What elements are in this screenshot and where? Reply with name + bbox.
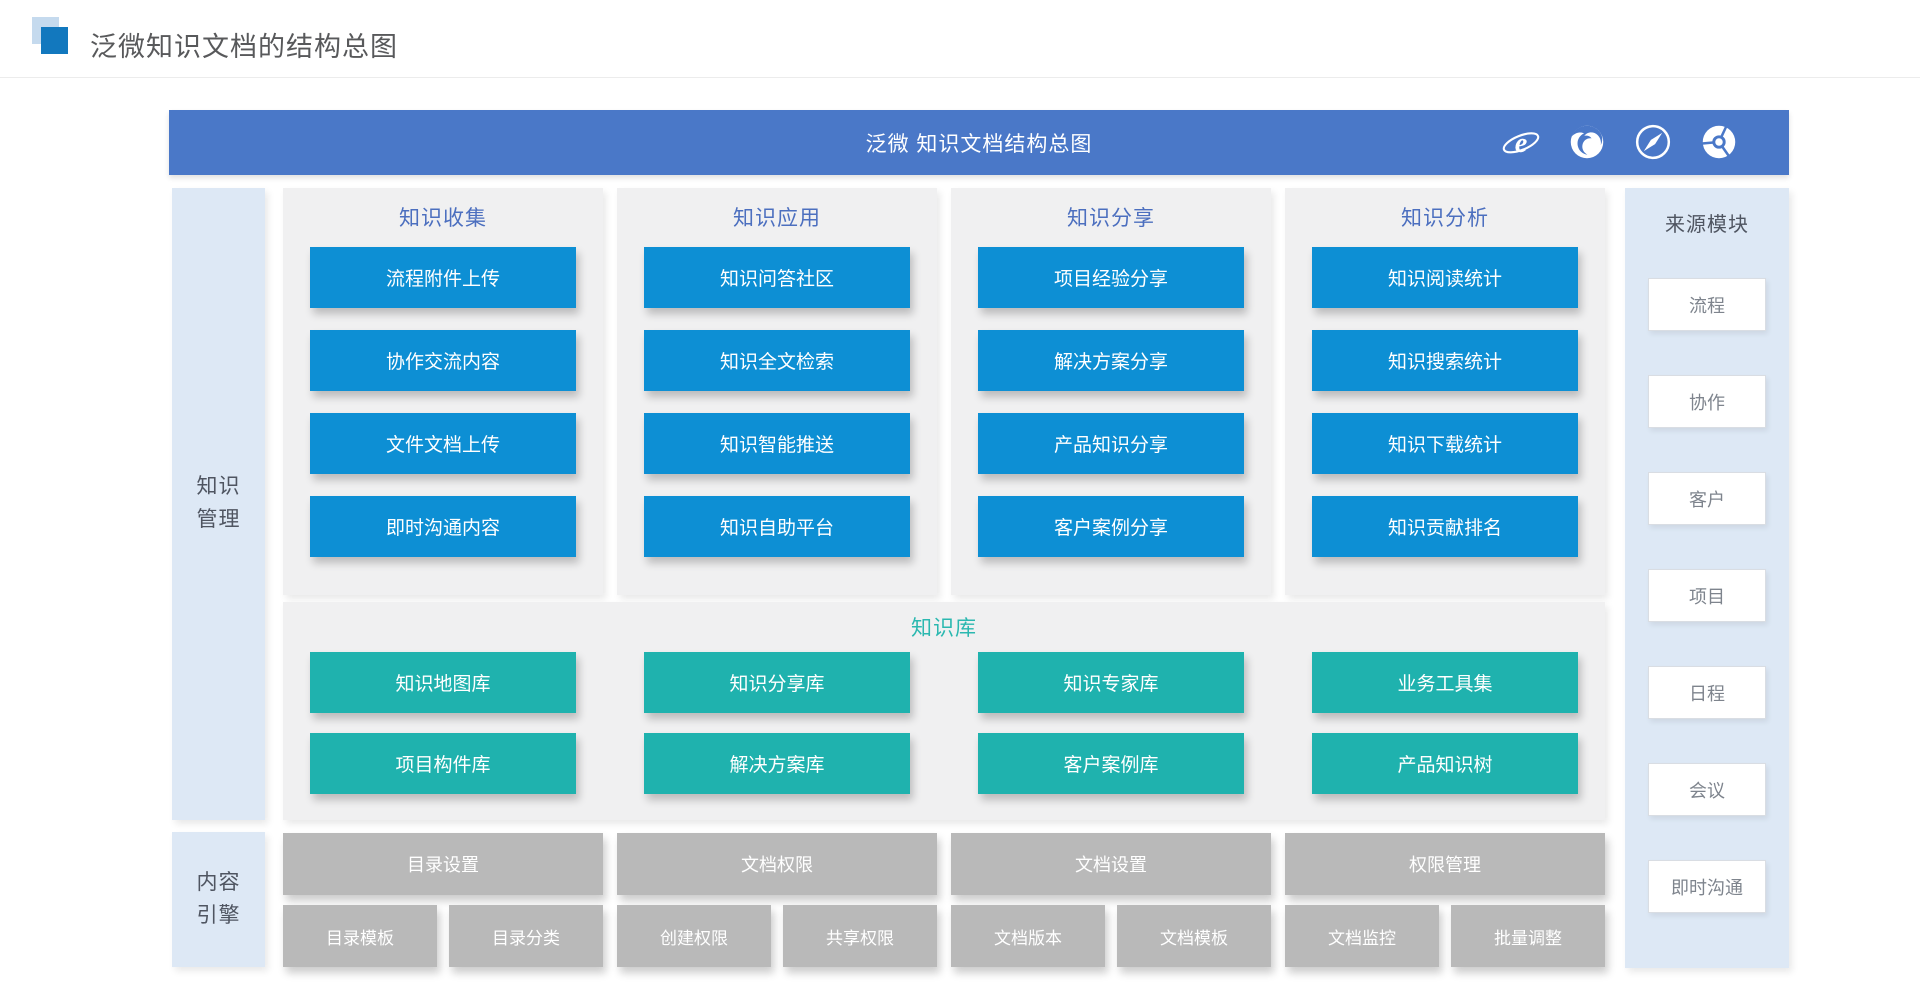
library-button[interactable]: 客户案例库 — [978, 733, 1244, 794]
ie-browser-icon: e — [1502, 128, 1540, 159]
left-rail-content-engine: 内容 引擎 — [172, 832, 265, 967]
source-module-button[interactable]: 项目 — [1648, 569, 1766, 622]
library-button[interactable]: 解决方案库 — [644, 733, 910, 794]
source-module-button[interactable]: 会议 — [1648, 763, 1766, 816]
module-button[interactable]: 知识智能推送 — [644, 413, 910, 474]
module-button[interactable]: 协作交流内容 — [310, 330, 576, 391]
source-module-button[interactable]: 客户 — [1648, 472, 1766, 525]
module-button[interactable]: 文件文档上传 — [310, 413, 576, 474]
knowledge-base-panel: 知识库 知识地图库 知识分享库 知识专家库 业务工具集 项目构件库 解决方案库 … — [283, 602, 1605, 820]
browser-icons: e — [1501, 122, 1739, 162]
source-modules-header: 来源模块 — [1665, 214, 1749, 236]
engine-button[interactable]: 权限管理 — [1285, 833, 1605, 895]
engine-sub-button[interactable]: 目录模板 — [283, 905, 437, 967]
engine-button[interactable]: 文档权限 — [617, 833, 937, 895]
engine-sub-button[interactable]: 创建权限 — [617, 905, 771, 967]
module-button[interactable]: 流程附件上传 — [310, 247, 576, 308]
left-rail-label: 内容 引擎 — [196, 870, 241, 927]
library-button[interactable]: 业务工具集 — [1312, 652, 1578, 713]
page-title: 泛微知识文档的结构总图 — [90, 32, 398, 62]
source-module-button[interactable]: 协作 — [1648, 375, 1766, 428]
library-button[interactable]: 产品知识树 — [1312, 733, 1578, 794]
module-button[interactable]: 知识贡献排名 — [1312, 496, 1578, 557]
diagram-canvas: 泛微 知识文档结构总图 e — [169, 110, 1789, 975]
module-button[interactable]: 即时沟通内容 — [310, 496, 576, 557]
engine-button[interactable]: 文档设置 — [951, 833, 1271, 895]
engine-button[interactable]: 目录设置 — [283, 833, 603, 895]
module-button[interactable]: 客户案例分享 — [978, 496, 1244, 557]
engine-sub-button[interactable]: 文档监控 — [1285, 905, 1439, 967]
column-knowledge-collect: 知识收集 流程附件上传 协作交流内容 文件文档上传 即时沟通内容 — [283, 188, 603, 595]
left-rail-label: 知识 管理 — [196, 475, 241, 531]
chrome-browser-icon — [1702, 125, 1736, 159]
module-button[interactable]: 知识自助平台 — [644, 496, 910, 557]
module-button[interactable]: 项目经验分享 — [978, 247, 1244, 308]
left-rail-knowledge-management: 知识 管理 — [172, 188, 265, 820]
column-header: 知识分享 — [1067, 207, 1155, 230]
engine-sub-button[interactable]: 共享权限 — [783, 905, 937, 967]
engine-sub-button[interactable]: 批量调整 — [1451, 905, 1605, 967]
knowledge-base-header: 知识库 — [911, 617, 977, 640]
safari-browser-icon — [1635, 124, 1671, 160]
module-button[interactable]: 解决方案分享 — [978, 330, 1244, 391]
module-button[interactable]: 知识下载统计 — [1312, 413, 1578, 474]
module-button[interactable]: 知识问答社区 — [644, 247, 910, 308]
module-button[interactable]: 知识搜索统计 — [1312, 330, 1578, 391]
column-header: 知识分析 — [1401, 207, 1489, 230]
column-knowledge-analyze: 知识分析 知识阅读统计 知识搜索统计 知识下载统计 知识贡献排名 — [1285, 188, 1605, 595]
logo-dark-square — [41, 27, 68, 54]
firefox-browser-icon — [1570, 125, 1604, 159]
right-rail-source-modules: 来源模块 流程 协作 客户 项目 日程 会议 即时沟通 — [1625, 188, 1789, 968]
banner-title: 泛微 知识文档结构总图 — [865, 132, 1093, 156]
banner: 泛微 知识文档结构总图 e — [169, 110, 1789, 175]
column-knowledge-share: 知识分享 项目经验分享 解决方案分享 产品知识分享 客户案例分享 — [951, 188, 1271, 595]
column-knowledge-apply: 知识应用 知识问答社区 知识全文检索 知识智能推送 知识自助平台 — [617, 188, 937, 595]
column-header: 知识应用 — [733, 207, 821, 230]
engine-sub-button[interactable]: 文档模板 — [1117, 905, 1271, 967]
page-header: 泛微知识文档的结构总图 — [0, 0, 1920, 78]
library-button[interactable]: 知识分享库 — [644, 652, 910, 713]
module-button[interactable]: 知识全文检索 — [644, 330, 910, 391]
library-button[interactable]: 知识专家库 — [978, 652, 1244, 713]
source-module-button[interactable]: 即时沟通 — [1648, 860, 1766, 913]
library-button[interactable]: 项目构件库 — [310, 733, 576, 794]
module-button[interactable]: 知识阅读统计 — [1312, 247, 1578, 308]
module-button[interactable]: 产品知识分享 — [978, 413, 1244, 474]
source-module-button[interactable]: 流程 — [1648, 278, 1766, 331]
svg-text:e: e — [1515, 128, 1528, 159]
column-header: 知识收集 — [399, 207, 487, 230]
engine-sub-button[interactable]: 目录分类 — [449, 905, 603, 967]
library-button[interactable]: 知识地图库 — [310, 652, 576, 713]
engine-sub-button[interactable]: 文档版本 — [951, 905, 1105, 967]
app-logo — [32, 15, 76, 61]
source-module-button[interactable]: 日程 — [1648, 666, 1766, 719]
